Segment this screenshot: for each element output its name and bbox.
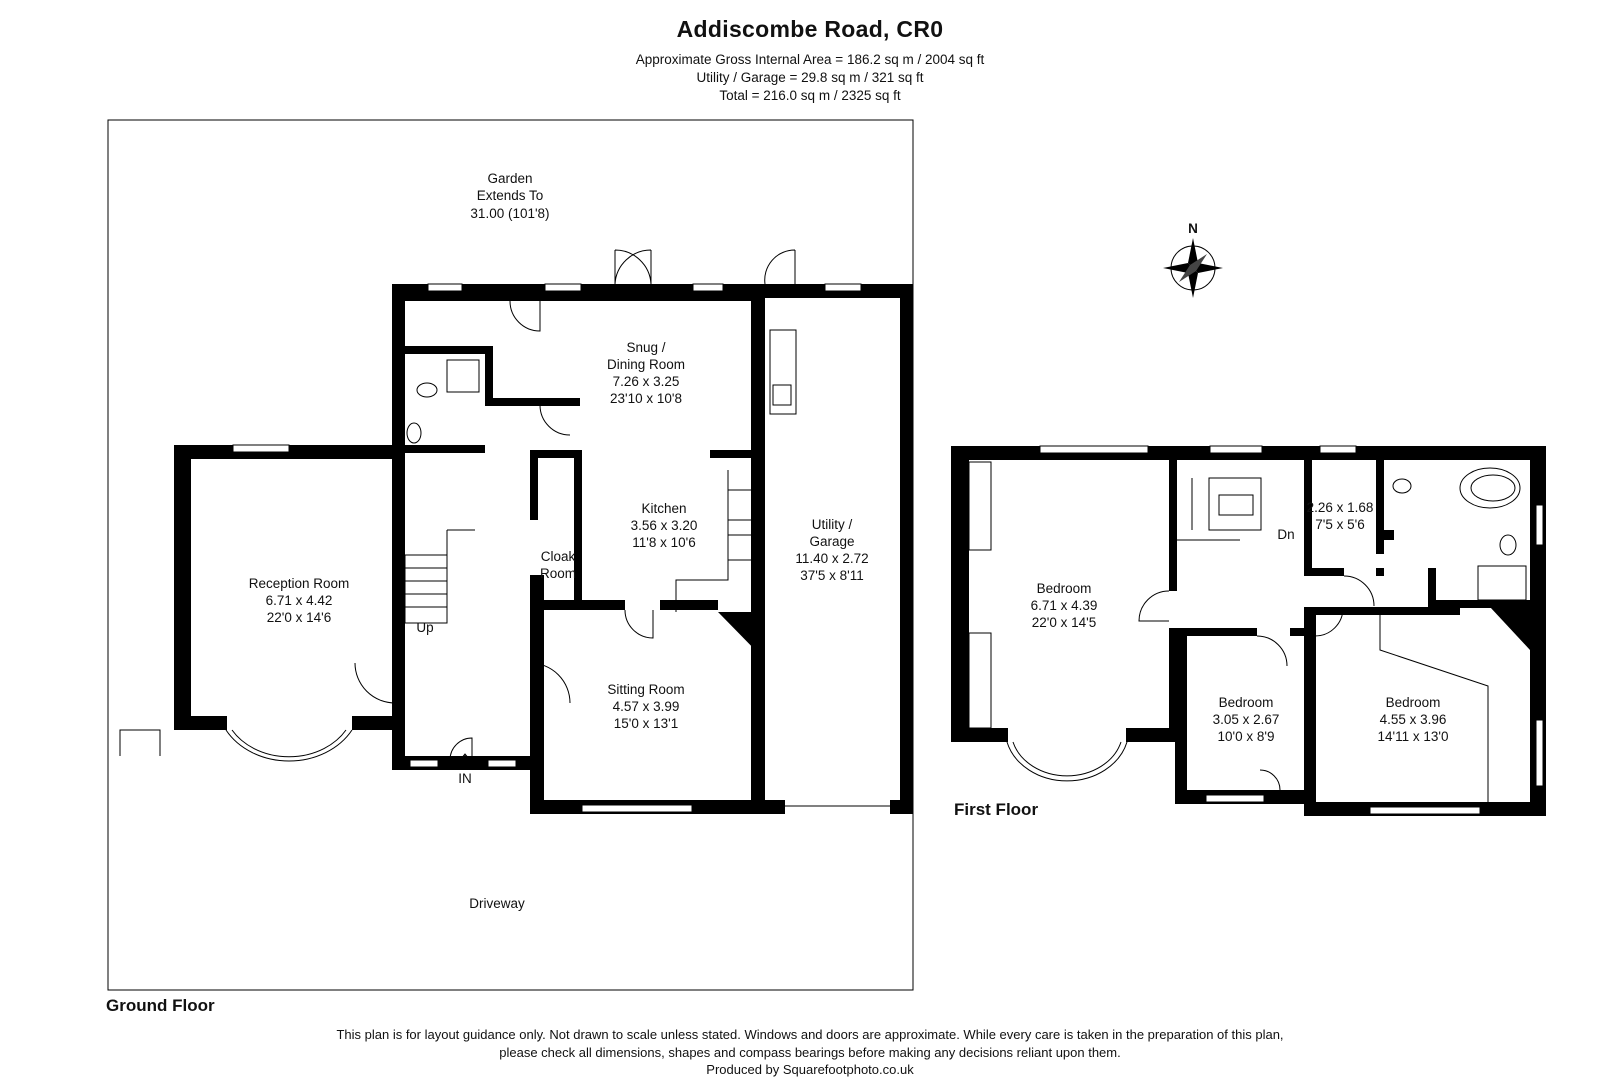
ground-doors	[119, 249, 796, 761]
wc-basin	[406, 422, 422, 444]
ground-floor-plan: Garden Extends To 31.00 (101'8) Snug / D…	[106, 119, 914, 1015]
snug-label-metric: 7.26 x 3.25	[613, 374, 680, 389]
bathroom-toilet	[1499, 534, 1517, 556]
garden-label-line2: Extends To	[477, 188, 544, 203]
ground-staircase	[404, 529, 475, 624]
plan-title: Addiscombe Road, CR0	[676, 16, 944, 42]
area-line-total: Total = 216.0 sq m / 2325 sq ft	[719, 88, 901, 103]
bedroom-bay-window	[1006, 741, 1128, 782]
utility-label-imperial: 37'5 x 8'11	[800, 568, 863, 583]
first-staircase	[1177, 477, 1262, 541]
compass-north-label: N	[1188, 221, 1198, 236]
area-line-garage: Utility / Garage = 29.8 sq m / 321 sq ft	[696, 70, 924, 85]
bedroom3-label-imperial: 14'11 x 13'0	[1378, 729, 1449, 744]
cloak-label-line2: Room	[540, 566, 576, 581]
utility-label-name2: Garage	[809, 534, 854, 549]
utility-worktop	[769, 329, 797, 415]
compass-rose-icon	[1163, 238, 1223, 298]
utility-label-metric: 11.40 x 2.72	[795, 551, 868, 566]
kitchen-label-metric: 3.56 x 3.20	[631, 518, 698, 533]
ground-floor-label: Ground Floor	[106, 996, 215, 1015]
sitting-label-name: Sitting Room	[607, 682, 684, 697]
sitting-label-metric: 4.57 x 3.99	[613, 699, 680, 714]
bedroom2-label-name: Bedroom	[1219, 695, 1274, 710]
wardrobe-lower	[968, 632, 992, 729]
area-line-internal: Approximate Gross Internal Area = 186.2 …	[635, 52, 985, 67]
stairs-down-label: Dn	[1277, 527, 1294, 542]
kitchen-hob	[727, 534, 754, 561]
stairs-up-label: Up	[416, 620, 433, 635]
entrance-label: IN	[458, 771, 472, 786]
small-room-label-metric: 2.26 x 1.68	[1307, 500, 1374, 515]
disclaimer-line1: This plan is for layout guidance only. N…	[336, 1027, 1284, 1042]
entrance-arrow-icon	[459, 753, 471, 770]
driveway-label: Driveway	[469, 896, 525, 911]
interior-walls	[405, 346, 755, 620]
bedroom1-label-imperial: 22'0 x 14'5	[1032, 615, 1096, 630]
snug-label-name2: Dining Room	[607, 357, 685, 372]
utility-label-name1: Utility /	[812, 517, 853, 532]
bedroom1-label-name: Bedroom	[1037, 581, 1092, 596]
reception-label-imperial: 22'0 x 14'6	[267, 610, 331, 625]
reception-label-name: Reception Room	[249, 576, 350, 591]
bedroom2-label-imperial: 10'0 x 8'9	[1218, 729, 1275, 744]
small-room-label-imperial: 7'5 x 5'6	[1315, 517, 1364, 532]
reception-label-metric: 6.71 x 4.42	[266, 593, 333, 608]
garden-label-line1: Garden	[487, 171, 532, 186]
first-floor-plan: Bedroom 6.71 x 4.39 22'0 x 14'5 Bedroom …	[951, 445, 1546, 819]
utility-sink	[772, 384, 792, 406]
kitchen-label-name: Kitchen	[641, 501, 686, 516]
bedroom3-label-metric: 4.55 x 3.96	[1380, 712, 1447, 727]
bathtub	[1459, 467, 1521, 509]
disclaimer-credit: Produced by Squarefootphoto.co.uk	[706, 1062, 914, 1077]
first-floor-label: First Floor	[954, 800, 1038, 819]
disclaimer-line2: please check all dimensions, shapes and …	[499, 1045, 1121, 1060]
bathroom-basin	[1392, 478, 1412, 494]
kitchen-label-imperial: 11'8 x 10'6	[632, 535, 695, 550]
wc-toilet	[416, 382, 438, 398]
ground-windows	[232, 283, 862, 813]
snug-label-name1: Snug /	[626, 340, 665, 355]
bedroom3-label-name: Bedroom	[1386, 695, 1441, 710]
shower	[1477, 565, 1527, 601]
garden-label-line3: 31.00 (101'8)	[470, 206, 549, 221]
bedroom2-label-metric: 3.05 x 2.67	[1213, 712, 1280, 727]
shower-tray	[446, 359, 480, 393]
cloak-label-line1: Cloak	[541, 549, 576, 564]
sitting-label-imperial: 15'0 x 13'1	[614, 716, 678, 731]
kitchen-sink	[727, 489, 754, 521]
snug-label-imperial: 23'10 x 10'8	[610, 391, 682, 406]
reception-bay-window	[225, 729, 353, 762]
wardrobe-upper	[968, 461, 992, 551]
bedroom1-label-metric: 6.71 x 4.39	[1031, 598, 1098, 613]
